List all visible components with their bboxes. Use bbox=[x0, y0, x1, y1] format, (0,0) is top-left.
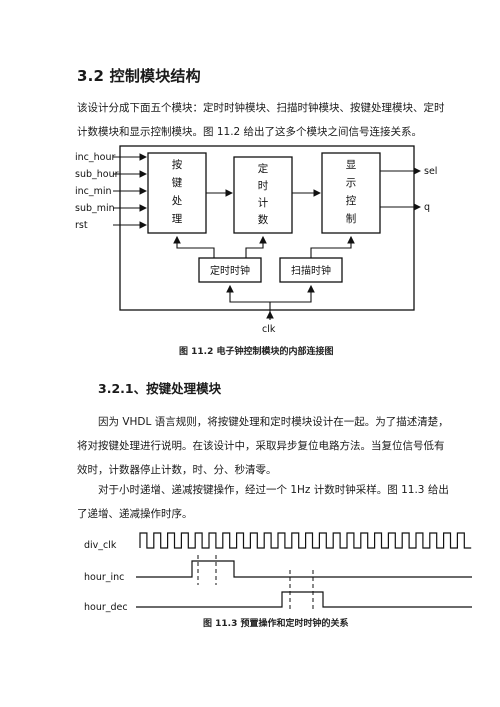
subsection-heading: 3.2.1、按键处理模块 bbox=[98, 378, 221, 397]
paragraph-2: 对于小时递增、递减按键操作，经过一个 1Hz 计数时钟采样。图 11.3 给出 … bbox=[77, 478, 449, 526]
intro-line: 计数模块和显示控制模块。图 11.2 给出了这多个模块之间信号连接关系。 bbox=[77, 126, 423, 138]
input-label: sub_hour bbox=[75, 169, 119, 180]
section-number: 3.2 bbox=[77, 67, 105, 85]
intro-paragraph: 该设计分成下面五个模块：定时时钟模块、扫描时钟模块、按键处理模块、定时 计数模块… bbox=[77, 96, 445, 144]
key-block-char: 理 bbox=[172, 213, 183, 225]
hour-inc-waveform bbox=[136, 560, 472, 578]
input-label: sub_min bbox=[75, 203, 115, 214]
display-control-block bbox=[321, 152, 381, 234]
key-block-char: 键 bbox=[172, 176, 183, 189]
scan-clock-to-display-wire bbox=[310, 235, 355, 258]
input-label: inc_hour bbox=[75, 152, 115, 163]
subsection-title: 、按键处理模块 bbox=[133, 381, 222, 396]
figure2-caption: 图 11.3 预置操作和定时时钟的关系 bbox=[203, 617, 348, 629]
timer-clock-to-count-wire bbox=[245, 235, 267, 258]
key-block-char: 处 bbox=[172, 195, 183, 207]
clk-to-scan-wire bbox=[270, 284, 315, 303]
key-block-char: 按 bbox=[172, 158, 183, 171]
intro-line: 该设计分成下面五个模块：定时时钟模块、扫描时钟模块、按键处理模块、定时 bbox=[77, 102, 445, 114]
input-label: inc_min bbox=[75, 186, 112, 197]
display-block-char: 示 bbox=[346, 177, 357, 189]
paragraph-line: 将对按键处理进行说明。在该设计中，采取异步复位电路方法。当复位信号低有 bbox=[77, 440, 445, 452]
input-label: rst bbox=[75, 220, 88, 231]
clk-label: clk bbox=[262, 324, 276, 335]
count-block-char: 时 bbox=[258, 180, 269, 192]
count-block-char: 计 bbox=[258, 196, 269, 209]
subsection-number: 3.2.1 bbox=[98, 381, 134, 396]
figure1-caption: 图 11.2 电子钟控制模块的内部连接图 bbox=[179, 345, 333, 357]
output-label: q bbox=[424, 202, 430, 213]
count-block-char: 数 bbox=[258, 213, 269, 226]
timer-clock-to-key-wire bbox=[173, 235, 215, 258]
hour-dec-waveform bbox=[136, 591, 472, 608]
paragraph-line: 因为 VHDL 语言规则，将按键处理和定时模块设计在一起。为了描述清楚， bbox=[98, 416, 449, 428]
diagram-outer-frame bbox=[119, 145, 415, 311]
timer-count-block bbox=[233, 156, 293, 234]
signal-label: div_clk bbox=[84, 540, 117, 551]
paragraph-line: 了递增、递减操作时序。 bbox=[77, 508, 193, 520]
output-label: sel bbox=[424, 166, 437, 177]
display-block-char: 控 bbox=[346, 194, 357, 207]
section-title: 控制模块结构 bbox=[109, 67, 201, 85]
timer-clock-block bbox=[198, 257, 262, 283]
signal-label: hour_inc bbox=[84, 572, 124, 583]
clk-to-timer-wire bbox=[226, 284, 270, 303]
display-block-char: 制 bbox=[346, 212, 357, 225]
count-block-char: 定 bbox=[258, 162, 269, 175]
section-heading: 3.2 控制模块结构 bbox=[77, 65, 201, 86]
signal-label: hour_dec bbox=[84, 602, 128, 613]
scan-clock-label: 扫描时钟 bbox=[291, 264, 331, 277]
paragraph-1: 因为 VHDL 语言规则，将按键处理和定时模块设计在一起。为了描述清楚， 将对按… bbox=[77, 410, 449, 482]
display-block-char: 显 bbox=[346, 159, 357, 171]
paragraph-line: 效时，计数器停止计数，时、分、秒清零。 bbox=[77, 464, 277, 476]
timer-clock-label: 定时时钟 bbox=[210, 264, 250, 277]
paragraph-line: 对于小时递增、递减按键操作，经过一个 1Hz 计数时钟采样。图 11.3 给出 bbox=[98, 484, 449, 496]
div-clk-waveform bbox=[139, 532, 472, 549]
